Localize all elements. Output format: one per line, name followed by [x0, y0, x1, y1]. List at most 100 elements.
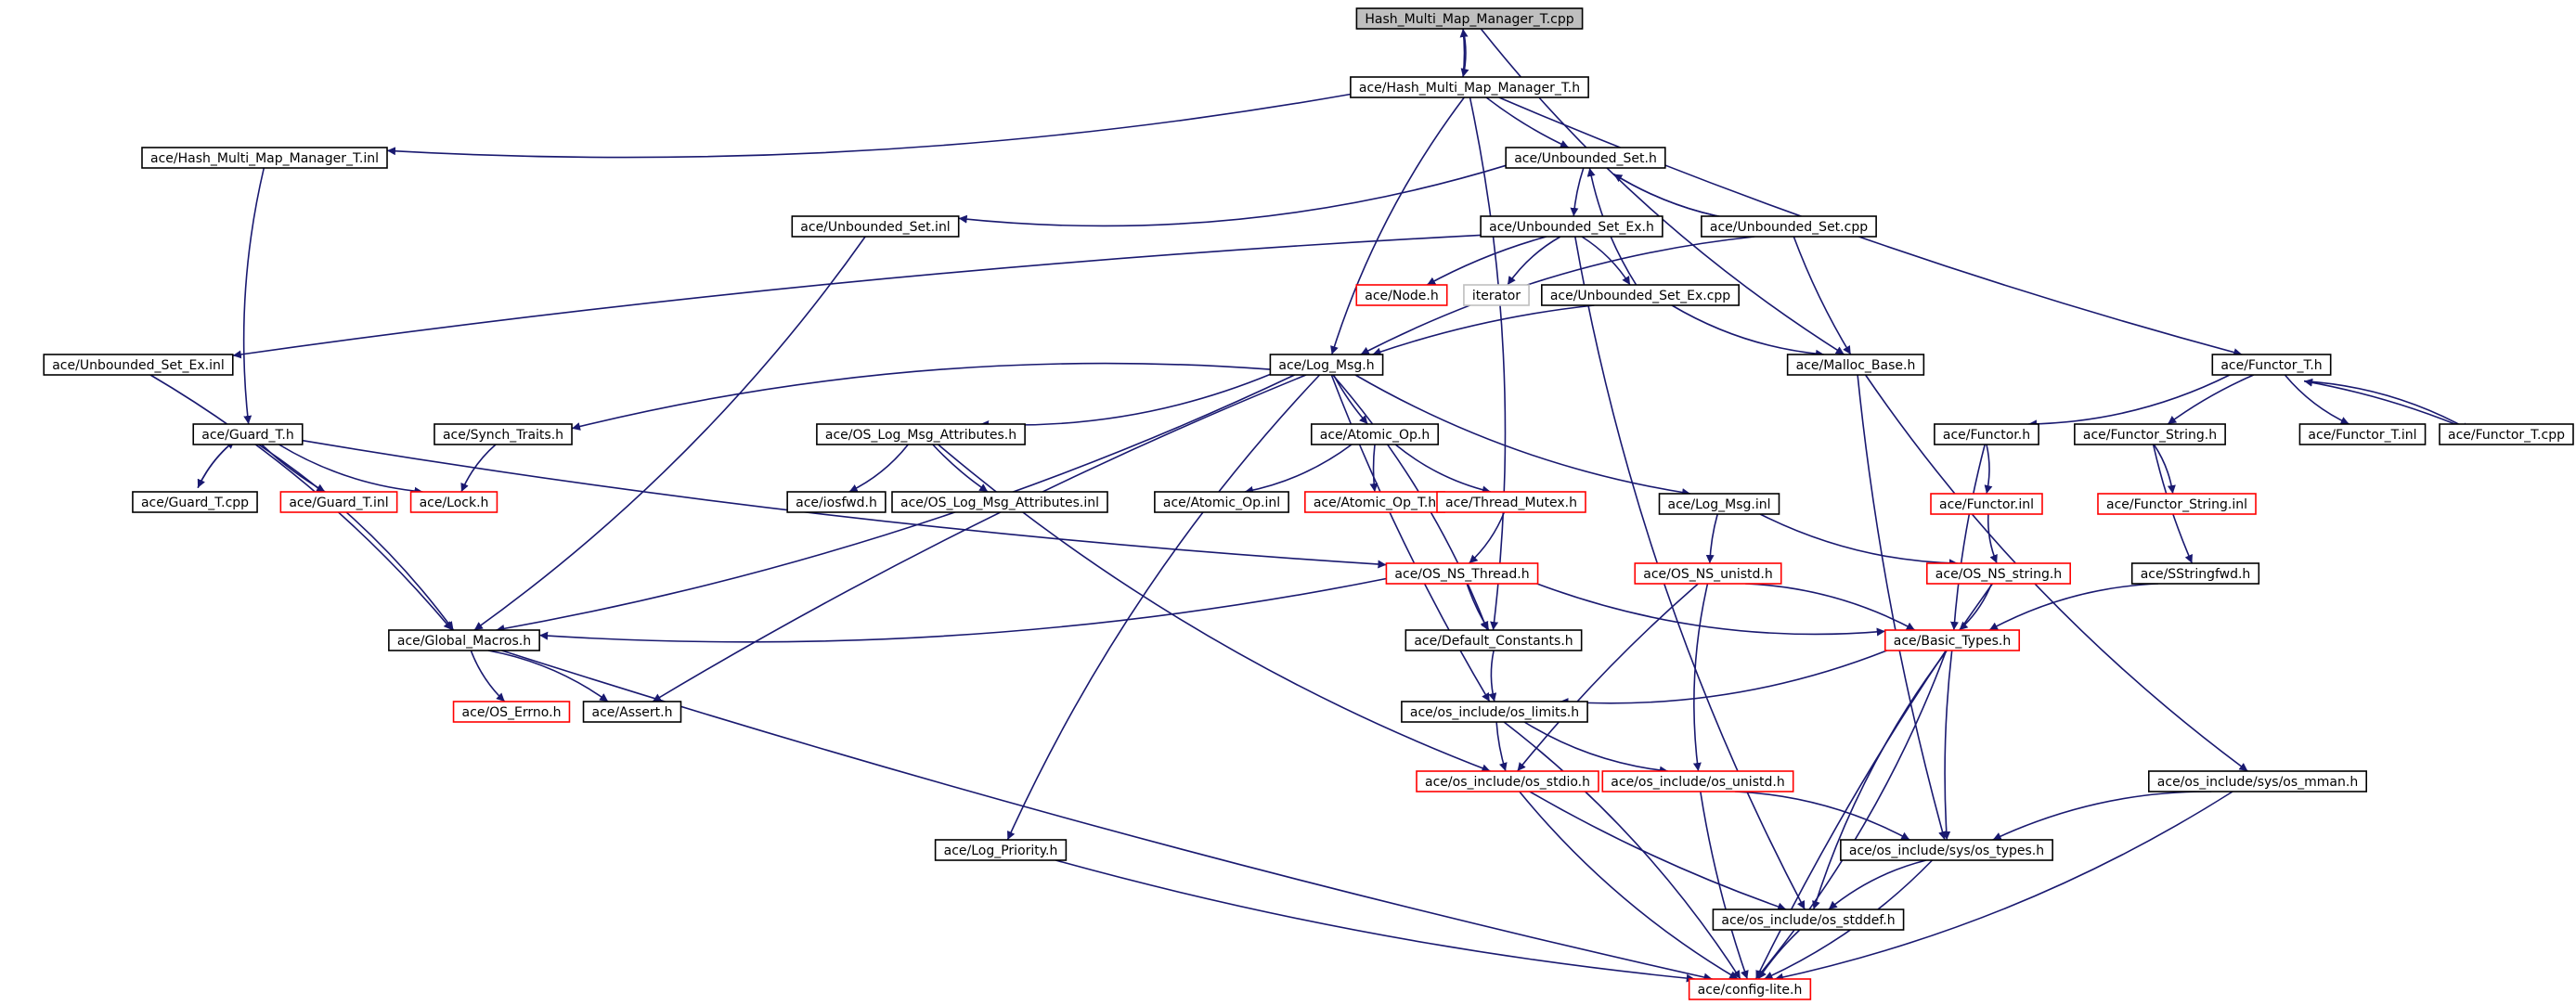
node-box: [1355, 7, 1584, 30]
node-box: [388, 629, 540, 651]
edge-log-priority-to-config-lite: [1055, 859, 1695, 983]
file-node-guard-t-cpp[interactable]: ace/Guard_T.cpp: [132, 491, 258, 513]
file-node-node-h[interactable]: ace/Node.h: [1355, 284, 1448, 306]
file-node-log-msg-inl[interactable]: ace/Log_Msg.inl: [1658, 493, 1780, 515]
node-box: [1883, 629, 2021, 651]
file-node-os-stddef[interactable]: ace/os_include/os_stddef.h: [1712, 908, 1905, 931]
file-node-os-types[interactable]: ace/os_include/sys/os_types.h: [1840, 839, 2053, 861]
edge-atomic-op-h-to-atomic-op-inl: [1244, 444, 1353, 495]
file-node-guard-t-h[interactable]: ace/Guard_T.h: [192, 423, 304, 445]
edge-global-macros-to-os-errno: [470, 650, 506, 702]
file-node-sstringfwd[interactable]: ace/SStringfwd.h: [2130, 562, 2260, 585]
edge-log-msg-h-to-log-msg-inl: [1354, 374, 1691, 497]
file-node-iosfwd[interactable]: ace/iosfwd.h: [786, 491, 887, 513]
edge-synch-traits-to-lock-h: [460, 444, 497, 493]
node-box: [1401, 701, 1588, 723]
edge-hmm-h-to-default-constants: [1469, 97, 1507, 631]
node-label: ace/OS_Log_Msg_Attributes.inl: [900, 496, 1099, 510]
node-box: [2147, 770, 2368, 792]
edge-basic-types-to-os-types: [1942, 650, 1953, 841]
file-node-malloc-base[interactable]: ace/Malloc_Base.h: [1786, 354, 1925, 376]
file-node-unb-set-ex-h[interactable]: ace/Unbounded_Set_Ex.h: [1480, 215, 1663, 238]
node-label: ace/Unbounded_Set.inl: [800, 220, 950, 235]
edge-functor-inl-to-os-ns-string: [1987, 513, 1998, 564]
node-label: ace/Guard_T.cpp: [141, 496, 249, 510]
node-label: ace/Log_Priority.h: [944, 844, 1058, 858]
node-box: [1436, 491, 1586, 513]
node-label: ace/OS_NS_unistd.h: [1643, 567, 1773, 582]
edge-hmm-h-to-functor-t-h: [1498, 97, 2243, 357]
edge-os-stdio-to-os-stddef: [1529, 791, 1787, 911]
file-node-functor-h[interactable]: ace/Functor.h: [1934, 423, 2039, 445]
edge-functor-t-h-to-functor-h: [2027, 374, 2231, 429]
node-box: [2439, 423, 2574, 445]
file-node-default-constants[interactable]: ace/Default_Constants.h: [1405, 629, 1583, 651]
file-node-functor-t-inl[interactable]: ace/Functor_T.inl: [2298, 423, 2427, 445]
file-node-os-mman[interactable]: ace/os_include/sys/os_mman.h: [2147, 770, 2368, 792]
file-node-atomic-op-inl[interactable]: ace/Atomic_Op.inl: [1154, 491, 1289, 513]
file-node-functor-string-h[interactable]: ace/Functor_String.h: [2074, 423, 2226, 445]
file-node-functor-string-inl[interactable]: ace/Functor_String.inl: [2097, 493, 2257, 515]
file-node-global-macros[interactable]: ace/Global_Macros.h: [388, 629, 540, 651]
file-node-unb-set-cpp[interactable]: ace/Unbounded_Set.cpp: [1701, 215, 1877, 238]
file-node-lock-h[interactable]: ace/Lock.h: [409, 491, 498, 513]
file-node-log-msg-h[interactable]: ace/Log_Msg.h: [1269, 354, 1384, 376]
file-node-os-unistd[interactable]: ace/os_include/os_unistd.h: [1601, 770, 1794, 792]
file-node-os-stdio[interactable]: ace/os_include/os_stdio.h: [1416, 770, 1599, 792]
file-node-os-log-attr-h[interactable]: ace/OS_Log_Msg_Attributes.h: [816, 423, 1026, 445]
file-node-os-limits[interactable]: ace/os_include/os_limits.h: [1401, 701, 1588, 723]
file-node-os-errno[interactable]: ace/OS_Errno.h: [452, 701, 571, 723]
file-node-atomic-op-t-h[interactable]: ace/Atomic_Op_T.h: [1304, 491, 1445, 513]
edge-log-msg-inl-to-os-ns-unistd: [1705, 513, 1718, 564]
edge-unb-set-cpp-to-unb-set-h: [1612, 173, 1757, 224]
file-node-thread-mutex-h[interactable]: ace/Thread_Mutex.h: [1436, 491, 1586, 513]
node-box: [43, 354, 234, 376]
node-box: [1712, 908, 1905, 931]
file-node-guard-t-inl[interactable]: ace/Guard_T.inl: [279, 491, 398, 513]
node-label: ace/iosfwd.h: [796, 496, 877, 510]
edge-functor-t-h-to-functor-t-inl: [2284, 374, 2349, 425]
file-node-functor-inl[interactable]: ace/Functor.inl: [1930, 493, 2043, 515]
node-box: [1480, 215, 1663, 238]
file-node-config-lite[interactable]: ace/config-lite.h: [1688, 978, 1812, 1000]
edge-unb-set-cpp-to-malloc-base: [1793, 236, 1852, 355]
node-label: ace/Atomic_Op.inl: [1163, 496, 1280, 510]
file-node-assert-h[interactable]: ace/Assert.h: [582, 701, 682, 723]
node-box: [1601, 770, 1794, 792]
edge-basic-types-to-os-limits: [1560, 650, 1887, 707]
file-node-synch-traits[interactable]: ace/Synch_Traits.h: [434, 423, 573, 445]
file-node-hmm-h[interactable]: ace/Hash_Multi_Map_Manager_T.h: [1350, 76, 1589, 98]
file-node-unb-set-ex-inl[interactable]: ace/Unbounded_Set_Ex.inl: [43, 354, 234, 376]
edge-os-ns-unistd-to-basic-types: [1745, 583, 1916, 631]
file-node-atomic-op-h[interactable]: ace/Atomic_Op.h: [1310, 423, 1440, 445]
edge-unb-set-h-to-unb-set-cpp: [1612, 173, 1757, 226]
file-node-iterator[interactable]: iterator: [1463, 284, 1530, 306]
file-node-log-priority[interactable]: ace/Log_Priority.h: [934, 839, 1068, 861]
node-box: [279, 491, 398, 513]
file-node-root[interactable]: Hash_Multi_Map_Manager_T.cpp: [1355, 7, 1584, 30]
file-node-unb-set-ex-cpp[interactable]: ace/Unbounded_Set_Ex.cpp: [1541, 284, 1740, 306]
file-node-os-ns-thread[interactable]: ace/OS_NS_Thread.h: [1385, 562, 1539, 585]
file-node-hmm-inl[interactable]: ace/Hash_Multi_Map_Manager_T.inl: [141, 147, 388, 169]
node-label: ace/Synch_Traits.h: [443, 428, 563, 443]
file-node-os-ns-string[interactable]: ace/OS_NS_string.h: [1926, 562, 2071, 585]
node-box: [1405, 629, 1583, 651]
node-label: ace/SStringfwd.h: [2141, 567, 2251, 582]
file-nodes: Hash_Multi_Map_Manager_T.cpp ace/Hash_Mul…: [43, 7, 2574, 1000]
file-node-unb-set-h[interactable]: ace/Unbounded_Set.h: [1505, 147, 1666, 169]
edge-unb-set-ex-h-to-unb-set-ex-inl: [232, 234, 1482, 359]
edge-basic-types-to-os-stddef: [1812, 650, 1948, 910]
file-node-os-ns-unistd[interactable]: ace/OS_NS_unistd.h: [1634, 562, 1782, 585]
file-node-functor-t-cpp[interactable]: ace/Functor_T.cpp: [2439, 423, 2574, 445]
node-label: ace/Atomic_Op.h: [1320, 428, 1430, 443]
node-box: [1355, 284, 1448, 306]
node-label: ace/OS_NS_string.h: [1935, 567, 2062, 582]
file-node-unb-set-inl[interactable]: ace/Unbounded_Set.inl: [791, 215, 960, 238]
node-label: ace/os_include/os_unistd.h: [1611, 775, 1784, 790]
file-node-os-log-attr-inl[interactable]: ace/OS_Log_Msg_Attributes.inl: [891, 491, 1108, 513]
file-node-basic-types[interactable]: ace/Basic_Types.h: [1883, 629, 2021, 651]
file-node-functor-t-h[interactable]: ace/Functor_T.h: [2211, 354, 2332, 376]
edge-unb-set-cpp-to-log-msg-h: [1360, 236, 1755, 355]
node-box: [816, 423, 1026, 445]
